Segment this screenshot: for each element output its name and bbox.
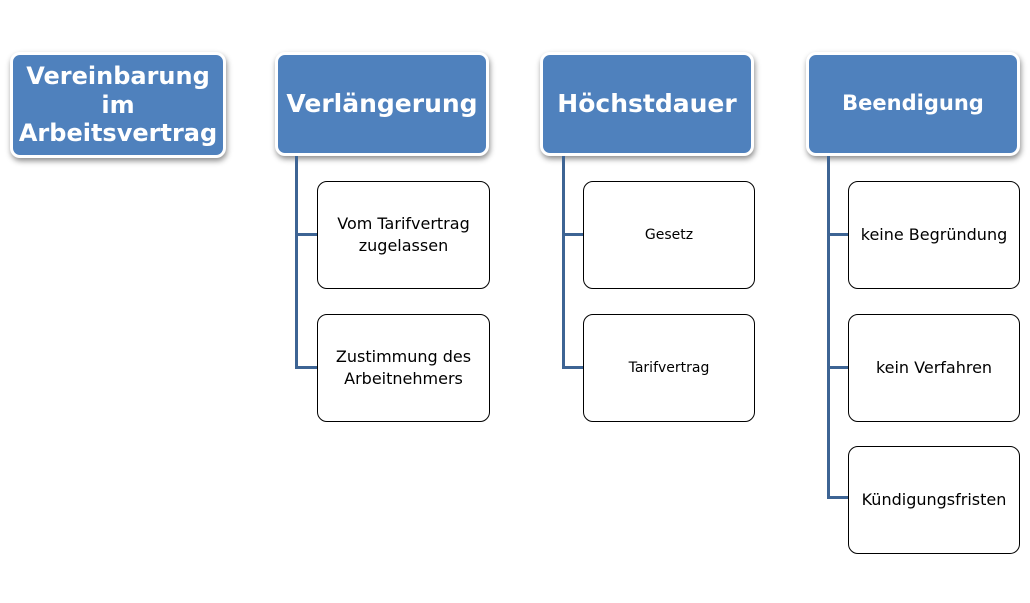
connector-beendigung-branch-1 — [827, 233, 849, 236]
connector-beendigung-trunk — [827, 156, 830, 499]
connector-hoechstdauer-branch-1 — [562, 233, 584, 236]
header-hoechstdauer: Höchstdauer — [540, 52, 754, 156]
leaf-tarifvertrag: Tarifvertrag — [583, 314, 755, 422]
header-beendigung: Beendigung — [806, 52, 1020, 156]
header-verlaengerung: Verlängerung — [275, 52, 489, 156]
header-vereinbarung: Vereinbarung im Arbeitsvertrag — [10, 52, 226, 158]
connector-verlaengerung-branch-1 — [295, 233, 318, 236]
leaf-zustimmung-des-arbeitnehmers: Zustimmung des Arbeitnehmers — [317, 314, 490, 422]
leaf-kein-verfahren: kein Verfahren — [848, 314, 1020, 422]
connector-beendigung-branch-2 — [827, 366, 849, 369]
leaf-kuendigungsfristen: Kündigungsfristen — [848, 446, 1020, 554]
connector-beendigung-branch-3 — [827, 496, 849, 499]
leaf-keine-begruendung: keine Begründung — [848, 181, 1020, 289]
connector-verlaengerung-branch-2 — [295, 366, 318, 369]
connector-hoechstdauer-branch-2 — [562, 366, 584, 369]
connector-hoechstdauer-trunk — [562, 156, 565, 369]
leaf-gesetz: Gesetz — [583, 181, 755, 289]
leaf-vom-tarifvertrag-zugelassen: Vom Tarifvertrag zugelassen — [317, 181, 490, 289]
connector-verlaengerung-trunk — [295, 156, 298, 369]
